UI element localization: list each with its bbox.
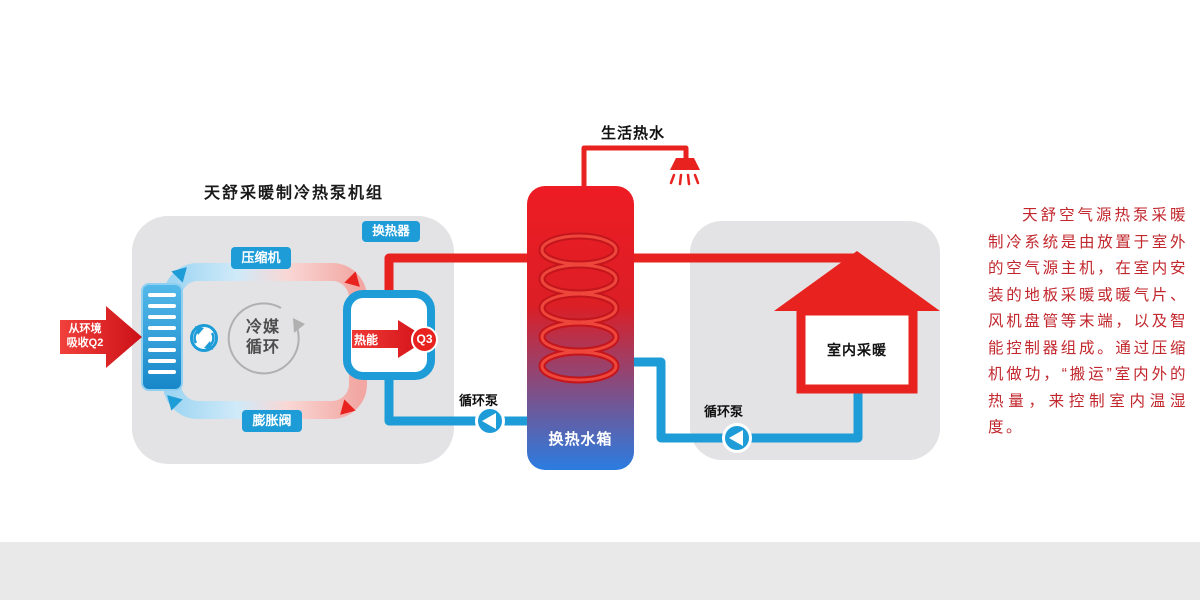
cycle-ring-icon <box>227 302 305 375</box>
heat-energy-arrow-icon <box>352 320 428 358</box>
tank-label: 换热水箱 <box>548 431 613 448</box>
env-arrow-icon <box>60 306 142 368</box>
house-label: 室内采暖 <box>827 342 887 358</box>
env-absorb-line2: 吸收Q2 <box>66 337 104 349</box>
env-absorb-line1: 从环境 <box>68 323 102 335</box>
domestic-hot-water-label: 生活热水 <box>601 125 666 142</box>
compressor-badge: 压缩机 <box>231 247 291 269</box>
return-pipe-right <box>633 357 863 443</box>
loop-flow-arrow-icons <box>167 267 360 415</box>
description-paragraph: 天舒空气源热泵采暖制冷系统是由放置于室外的空气源主机，在室内安装的地板采暖或暖气… <box>988 207 1188 436</box>
house-icon <box>774 251 940 394</box>
footer-bar <box>0 542 1200 600</box>
pump-icon-right <box>722 423 752 453</box>
pump-right-label: 循环泵 <box>704 404 744 419</box>
env-absorb-label: 从环境 吸收Q2 <box>62 322 108 350</box>
pump-icon-left <box>475 406 505 436</box>
evaporator-icon <box>141 283 183 391</box>
cycle-icon <box>190 324 218 352</box>
shower-icon <box>669 158 700 186</box>
pump-left-label: 循环泵 <box>459 393 499 408</box>
unit-title: 天舒采暖制冷热泵机组 <box>204 185 385 202</box>
supply-pipe-left <box>384 253 527 294</box>
refrigerant-line2: 循环 <box>245 339 280 356</box>
heat-energy-label: 热能 <box>354 333 379 347</box>
q3-badge: Q3 <box>411 326 438 353</box>
tank-coil-icon <box>538 232 620 384</box>
refrigerant-line1: 冷媒 <box>245 319 280 336</box>
heat-exchanger-badge: 换热器 <box>362 221 420 242</box>
refrigerant-cycle-label: 冷媒 循环 <box>237 318 289 358</box>
hot-water-pipe <box>581 145 689 190</box>
expansion-valve-badge: 膨胀阀 <box>242 410 302 432</box>
